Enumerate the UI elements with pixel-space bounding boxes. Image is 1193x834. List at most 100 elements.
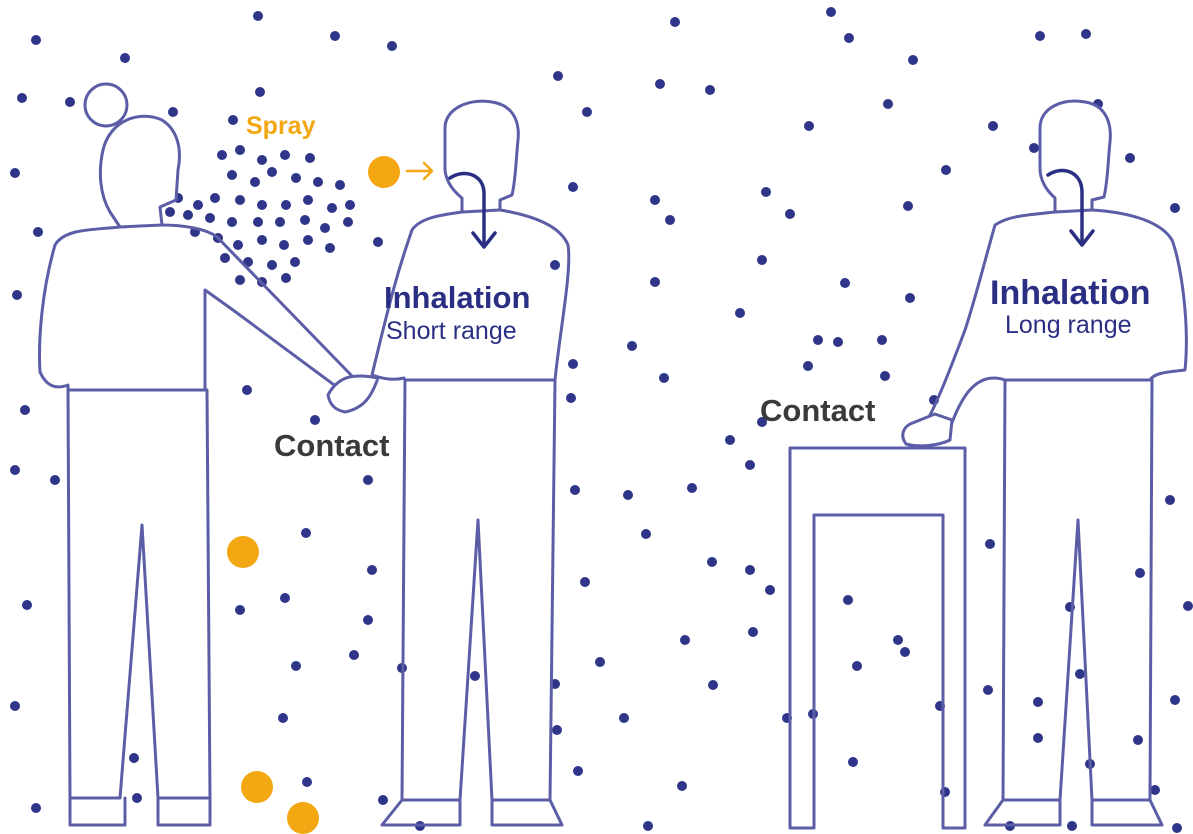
particle-dot — [1170, 695, 1180, 705]
particle-dot — [33, 227, 43, 237]
particle-dot — [1133, 735, 1143, 745]
particle-dot — [10, 168, 20, 178]
spray-droplet — [220, 253, 230, 263]
particle-dot — [761, 187, 771, 197]
woman-torso — [40, 225, 352, 393]
particle-dot — [310, 415, 320, 425]
particle-dot — [765, 585, 775, 595]
particle-dot — [1033, 697, 1043, 707]
table — [790, 448, 965, 828]
particle-dot — [905, 293, 915, 303]
particle-dot — [844, 33, 854, 43]
virus-particles — [227, 156, 400, 834]
spray-droplet — [217, 150, 227, 160]
particle-dot — [1135, 568, 1145, 578]
particle-dot — [983, 685, 993, 695]
particle-dot — [367, 565, 377, 575]
particle-dot — [670, 17, 680, 27]
woman-legs — [68, 390, 210, 798]
airborne-particles — [10, 7, 1193, 833]
particle-dot — [735, 308, 745, 318]
particle-dot — [363, 475, 373, 485]
particle-dot — [349, 650, 359, 660]
particle-dot — [582, 107, 592, 117]
particle-dot — [941, 165, 951, 175]
particle-dot — [10, 701, 20, 711]
spray-droplet — [257, 155, 267, 165]
spray-droplet — [267, 260, 277, 270]
particle-dot — [745, 460, 755, 470]
spray-droplet — [233, 240, 243, 250]
handshake — [328, 376, 378, 412]
particle-dot — [748, 627, 758, 637]
particle-dot — [580, 577, 590, 587]
spray-droplet — [257, 235, 267, 245]
particle-dot — [255, 87, 265, 97]
particle-dot — [31, 35, 41, 45]
particle-dot — [1035, 31, 1045, 41]
spray-droplet — [325, 243, 335, 253]
particle-dot — [883, 99, 893, 109]
spray-droplet — [303, 195, 313, 205]
particle-dot — [826, 7, 836, 17]
particle-dot — [893, 635, 903, 645]
particle-dot — [253, 11, 263, 21]
spray-droplet — [343, 217, 353, 227]
particle-dot — [687, 483, 697, 493]
particle-dot — [31, 803, 41, 813]
particle-dot — [330, 31, 340, 41]
spray-droplet — [303, 235, 313, 245]
particle-dot — [1125, 153, 1135, 163]
spray-droplet — [345, 200, 355, 210]
spray-droplet — [320, 223, 330, 233]
particle-dot — [552, 725, 562, 735]
particle-dot — [470, 671, 480, 681]
spray-droplet — [305, 153, 315, 163]
particle-dot — [302, 777, 312, 787]
spray-droplet — [291, 173, 301, 183]
spray-droplet — [183, 210, 193, 220]
particle-dot — [550, 260, 560, 270]
contact-label-right: Contact — [760, 395, 875, 426]
particle-dot — [242, 385, 252, 395]
particle-dot — [745, 565, 755, 575]
spray-droplet — [290, 257, 300, 267]
particle-dot — [785, 209, 795, 219]
spray-droplet — [335, 180, 345, 190]
particle-dot — [1081, 29, 1091, 39]
particle-dot — [908, 55, 918, 65]
long-range-label: Long range — [1005, 313, 1132, 338]
spray-droplet — [193, 200, 203, 210]
particle-dot — [120, 53, 130, 63]
particle-dot — [1029, 143, 1039, 153]
particle-dot — [278, 713, 288, 723]
man1-head — [445, 101, 518, 212]
spray-droplet — [313, 177, 323, 187]
particle-dot — [595, 657, 605, 667]
particle-dot — [705, 85, 715, 95]
particle-dot — [843, 595, 853, 605]
particle-dot — [280, 593, 290, 603]
particle-dot — [570, 485, 580, 495]
particle-dot — [573, 766, 583, 776]
particle-dot — [677, 781, 687, 791]
contact-label-left: Contact — [274, 430, 389, 461]
particle-dot — [291, 661, 301, 671]
person-man-long-range — [903, 101, 1187, 825]
particle-dot — [363, 615, 373, 625]
particle-dot — [301, 528, 311, 538]
spray-droplet — [253, 217, 263, 227]
spray-droplet — [205, 213, 215, 223]
particle-dot — [659, 373, 669, 383]
particle-dot — [988, 121, 998, 131]
spray-droplet — [300, 215, 310, 225]
spray-label: Spray — [246, 114, 315, 139]
particle-dot — [20, 405, 30, 415]
particle-dot — [707, 557, 717, 567]
man1-legs — [402, 380, 555, 800]
spray-droplet — [165, 207, 175, 217]
spray-droplet — [373, 237, 383, 247]
spray-droplet — [281, 200, 291, 210]
particle-dot — [725, 435, 735, 445]
